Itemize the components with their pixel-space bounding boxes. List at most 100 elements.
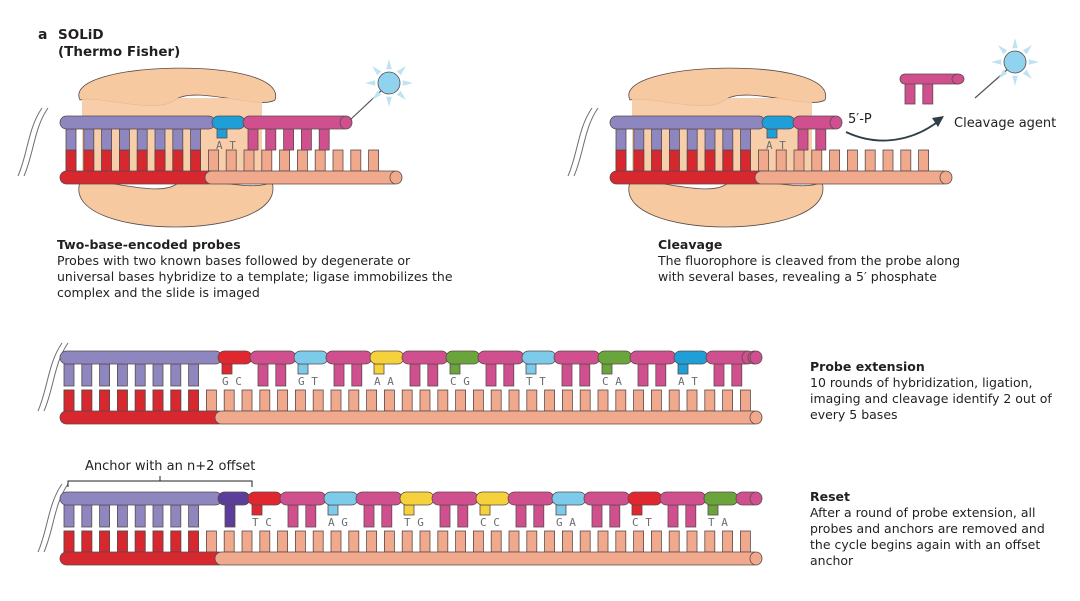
template-base xyxy=(793,149,805,172)
anchor-strand xyxy=(59,491,223,506)
anchor-base xyxy=(65,128,77,151)
anchor-base xyxy=(188,363,200,387)
probe-strand xyxy=(553,350,601,365)
dinucleotide-base xyxy=(221,363,233,375)
template-base xyxy=(686,530,698,553)
probe-base xyxy=(797,128,809,151)
template-base-red xyxy=(99,530,110,553)
probe-base xyxy=(533,504,545,528)
fluorophore-ray xyxy=(372,90,382,100)
fluorophore-ray xyxy=(365,80,376,86)
template-base xyxy=(401,530,413,553)
template-base xyxy=(633,530,644,553)
probe-base xyxy=(591,504,603,528)
template-base xyxy=(704,389,716,412)
released-fluorophore-ray xyxy=(1022,45,1032,55)
anchor-base xyxy=(136,128,148,151)
dinucleotide xyxy=(399,491,435,506)
phosphate-label: 5′-P xyxy=(848,112,872,127)
fluorophore-ray xyxy=(402,80,413,86)
anchor-bracket xyxy=(67,476,253,487)
base-call-label: G C xyxy=(222,375,242,388)
template-base xyxy=(668,530,680,553)
step3-caption: Probe extension 10 rounds of hybridizati… xyxy=(810,359,1052,423)
probe-base xyxy=(257,363,269,387)
anchor-base xyxy=(704,128,716,151)
template-base xyxy=(651,530,662,553)
fluorophore-ray xyxy=(386,96,392,107)
probe-strand xyxy=(507,491,555,506)
probe-base xyxy=(381,504,393,528)
template-base-red xyxy=(704,149,716,172)
template-base xyxy=(437,389,449,412)
dinucleotide-base xyxy=(297,363,309,375)
template-base xyxy=(758,149,769,172)
dinucleotide xyxy=(293,350,329,365)
template-base-red xyxy=(190,149,202,172)
template-base-red xyxy=(63,389,75,412)
probe-base xyxy=(667,504,679,528)
probe-base xyxy=(333,363,345,387)
anchor-base xyxy=(170,504,182,528)
dinucleotide-base xyxy=(677,363,689,375)
probe-strand xyxy=(325,350,373,365)
template-base-red xyxy=(63,530,75,553)
step2-caption: Cleavage The fluorophore is cleaved from… xyxy=(658,237,960,285)
template-base xyxy=(508,530,520,553)
released-fluorophore-ray xyxy=(998,69,1008,79)
template-base xyxy=(261,149,273,172)
template-base xyxy=(294,530,306,553)
anchor-strand xyxy=(609,115,766,130)
arrow-head-icon xyxy=(932,116,944,127)
base-call-label: G A xyxy=(556,516,576,529)
anchor-base xyxy=(101,128,112,151)
template-base xyxy=(633,389,644,412)
step4-title: Reset xyxy=(810,489,850,504)
template-base xyxy=(579,530,591,553)
template-base-red xyxy=(154,149,166,172)
template-base xyxy=(348,389,360,412)
probe-strand xyxy=(659,491,707,506)
ligase-bottom xyxy=(78,180,274,228)
base-call-label: C A xyxy=(602,375,622,388)
template-base xyxy=(704,530,716,553)
anchor-strand xyxy=(59,350,223,365)
fluorophore-icon xyxy=(377,71,401,95)
template-base xyxy=(615,530,627,553)
template-base xyxy=(419,530,431,553)
step1-illustration: A T xyxy=(17,59,413,228)
template-base xyxy=(277,530,289,553)
template-strand-end-cap xyxy=(389,170,403,185)
ligase-bottom xyxy=(628,180,824,228)
template-base xyxy=(437,530,449,553)
template-base xyxy=(882,149,894,172)
probe-strand-end-cap xyxy=(829,115,843,130)
probe-base xyxy=(318,128,330,151)
dinucleotide xyxy=(627,491,663,506)
arrow-icon xyxy=(845,119,941,142)
probe-base xyxy=(427,363,439,387)
base-call-label: A G xyxy=(328,516,348,529)
dinucleotide xyxy=(247,491,283,506)
strand-break-mark xyxy=(573,107,599,177)
template-base xyxy=(277,389,289,412)
probe-base xyxy=(305,504,317,528)
template-base-red xyxy=(65,149,77,172)
dinucleotide xyxy=(211,115,246,130)
step1-title: Two-base-encoded probes xyxy=(57,237,241,252)
probe-base xyxy=(351,363,363,387)
template-base xyxy=(526,389,538,412)
released-fluorophore-ray xyxy=(1012,38,1018,49)
dinucleotide xyxy=(521,350,557,365)
template-strand-end-cap xyxy=(939,170,953,185)
template-base xyxy=(368,149,380,172)
template-base xyxy=(847,149,858,172)
template-base xyxy=(472,389,484,412)
template-base-red xyxy=(188,389,200,412)
probe-strand-end-cap xyxy=(749,491,763,506)
base-call-label: G T xyxy=(298,375,318,388)
base-call-label: A T xyxy=(766,139,786,152)
anchor-base xyxy=(134,363,146,387)
probe-base xyxy=(283,128,295,151)
